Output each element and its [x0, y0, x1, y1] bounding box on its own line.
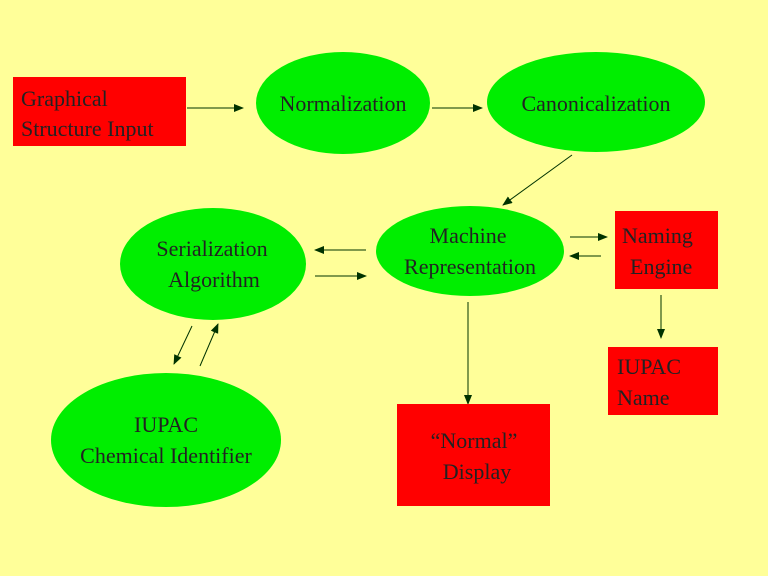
node-naming-engine-line-1: Naming — [622, 223, 693, 248]
node-machine-representation: Machine Representation — [376, 206, 564, 296]
node-canonicalization: Canonicalization — [487, 52, 705, 152]
node-naming-engine-line-2: Engine — [630, 254, 692, 279]
node-iupac-name-line-2: Name — [617, 385, 670, 410]
arrows — [173, 104, 665, 405]
node-serialization-shape — [120, 208, 306, 320]
node-normal-display-line-2: Display — [443, 459, 511, 484]
node-naming-engine: Naming Engine — [615, 211, 718, 289]
node-iupac-name-line-1: IUPAC — [617, 354, 681, 379]
node-normalization-line-1: Normalization — [279, 91, 406, 116]
node-serialization-line-2: Algorithm — [168, 267, 260, 292]
arrow-serialization-to-identifier — [173, 325, 193, 365]
node-iupac-identifier-shape — [51, 373, 281, 507]
node-machine-representation-line-2: Representation — [404, 254, 536, 279]
node-iupac-identifier-line-2: Chemical Identifier — [80, 443, 252, 468]
node-iupac-identifier: IUPAC Chemical Identifier — [51, 373, 281, 507]
node-machine-representation-line-1: Machine — [430, 223, 507, 248]
node-machine-representation-shape — [376, 206, 564, 296]
node-serialization: Serialization Algorithm — [120, 208, 306, 320]
node-normal-display-shape — [397, 404, 550, 506]
node-graphical-input: Graphical Structure Input — [13, 77, 186, 146]
node-graphical-input-line-1: Graphical — [21, 86, 108, 111]
node-canonicalization-shape — [487, 52, 705, 152]
node-serialization-line-1: Serialization — [156, 236, 267, 261]
node-normal-display-line-1: “Normal” — [431, 428, 518, 453]
arrow-canonicalization-to-machine — [502, 154, 573, 206]
node-graphical-input-line-2: Structure Input — [21, 116, 154, 141]
node-normal-display: “Normal” Display — [397, 404, 550, 506]
node-naming-engine-shape — [615, 211, 718, 289]
node-normalization: Normalization — [256, 52, 430, 154]
node-canonicalization-line-1: Canonicalization — [521, 91, 670, 116]
node-iupac-identifier-line-1: IUPAC — [134, 412, 198, 437]
node-normalization-shape — [256, 52, 430, 154]
arrow-identifier-to-serialization — [199, 323, 219, 367]
node-iupac-name-shape — [608, 347, 718, 415]
node-iupac-name: IUPAC Name — [608, 347, 718, 415]
node-graphical-input-shape — [13, 77, 186, 146]
